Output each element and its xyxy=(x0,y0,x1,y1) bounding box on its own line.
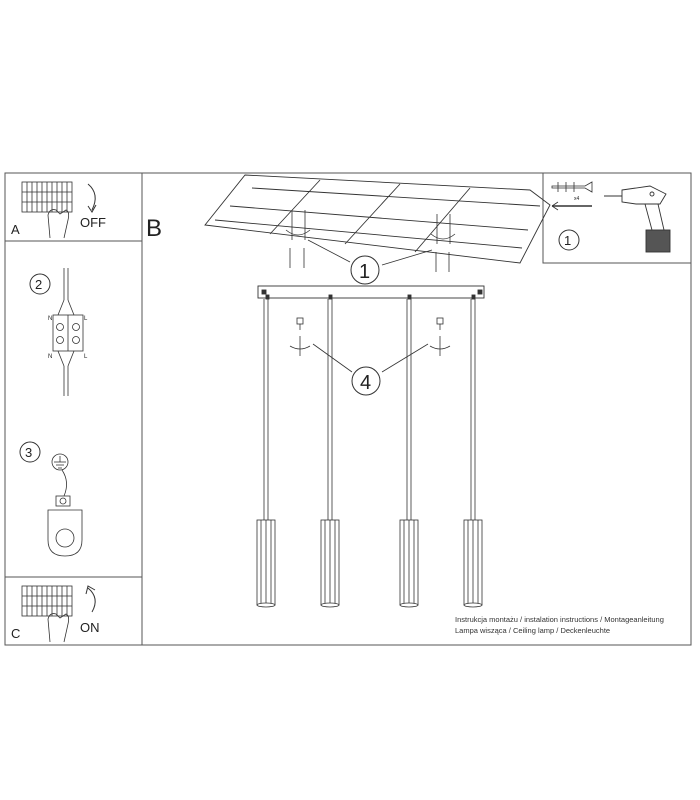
step-3-label: 3 xyxy=(25,445,32,460)
screw-left xyxy=(289,317,311,356)
hardware-box: x4 1 xyxy=(551,181,671,253)
pendant-1 xyxy=(256,519,276,608)
frame xyxy=(4,172,692,646)
anchor-icon xyxy=(551,181,593,211)
wire-n-top: N xyxy=(48,316,52,322)
step-2-badge xyxy=(29,273,51,295)
anchor-count: x4 xyxy=(574,196,580,202)
ground-step: 3 xyxy=(19,441,83,557)
step-4-label: 4 xyxy=(360,372,371,394)
panel-c-letter: C xyxy=(11,626,20,641)
pendant-4 xyxy=(463,519,483,608)
wiring-step: 2 N L N L xyxy=(29,268,88,396)
pendant-3 xyxy=(399,519,419,608)
caption-instructions: Instrukcja montażu / instalation instruc… xyxy=(455,615,664,624)
wire-n-bottom: N xyxy=(48,354,52,360)
step-4-badge xyxy=(351,366,381,396)
ground-icon xyxy=(47,453,83,557)
drill-icon xyxy=(604,185,671,253)
wire-l-bottom: L xyxy=(84,354,88,360)
on-label: ON xyxy=(80,620,100,635)
caption-product: Lampa wisząca / Ceiling lamp / Deckenleu… xyxy=(455,626,611,635)
panel-a-letter: A xyxy=(11,222,20,237)
terminal-block-icon xyxy=(52,268,84,396)
switch-off-icon xyxy=(21,181,97,239)
step-1-callout: 1 xyxy=(307,239,433,285)
off-label: OFF xyxy=(80,215,106,230)
step-1-label-box: 1 xyxy=(564,233,571,248)
rotate-arrow-icon xyxy=(289,345,311,350)
step-2-label: 2 xyxy=(35,277,42,292)
wire-l-top: L xyxy=(84,316,88,322)
lamp-cables xyxy=(263,299,476,520)
lamp-canopy xyxy=(257,285,485,300)
step-1-badge xyxy=(350,255,380,285)
step-1-badge-box xyxy=(558,229,580,251)
switch-on-icon xyxy=(21,585,96,643)
rotate-arrow-icon-right xyxy=(429,345,451,350)
anchor-bolt-icon xyxy=(285,210,456,272)
pendant-2 xyxy=(320,519,340,608)
step-3-badge xyxy=(19,441,41,463)
ceiling-grid xyxy=(204,174,551,264)
panel-c: C ON xyxy=(11,585,100,643)
screw-right xyxy=(429,317,451,356)
pendant-shades xyxy=(256,519,483,608)
panel-b-letter: B xyxy=(146,215,162,242)
step-1-label: 1 xyxy=(359,261,370,283)
panel-a: A OFF xyxy=(11,181,106,239)
step-4-callout: 4 xyxy=(312,343,429,396)
